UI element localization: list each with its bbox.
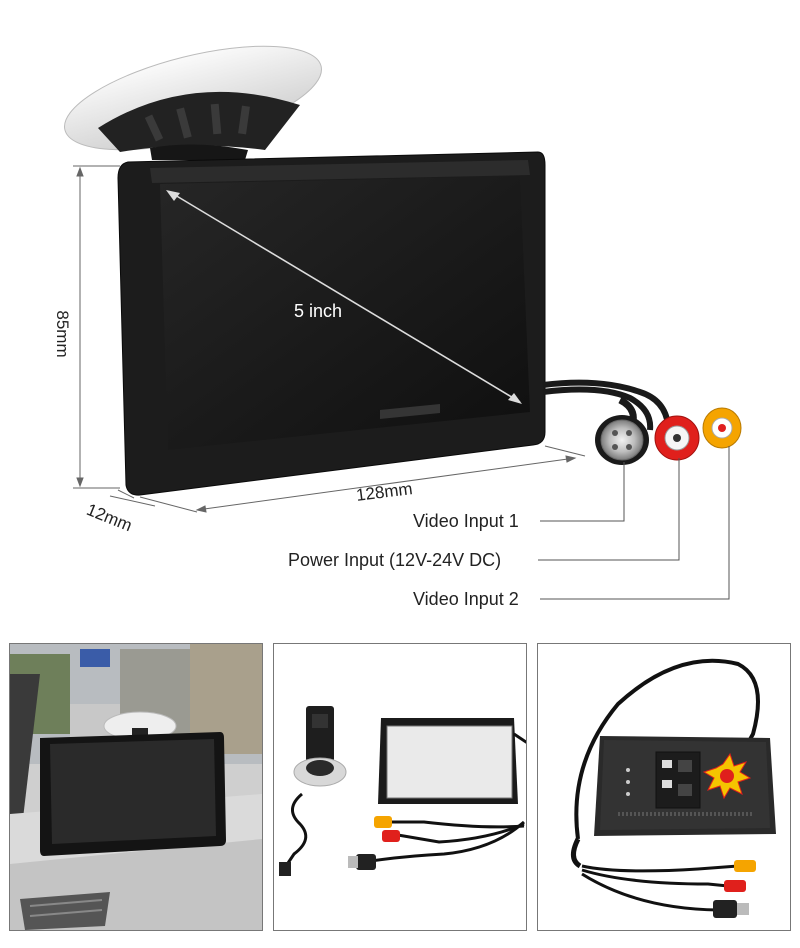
rear-view-with-cable-photo bbox=[537, 643, 791, 931]
package-contents-photo bbox=[273, 643, 527, 931]
power-plug bbox=[654, 415, 700, 461]
monitor-body bbox=[117, 151, 546, 496]
connector-leader-lines bbox=[538, 446, 730, 600]
depth-dimension-line bbox=[109, 489, 156, 507]
video-input-1-plug bbox=[595, 415, 649, 465]
diagonal-label: 5 inch bbox=[294, 301, 343, 321]
height-label: 85mm bbox=[53, 310, 72, 358]
width-dimension-line bbox=[139, 445, 586, 513]
video-input-2-plug bbox=[702, 407, 742, 449]
suction-cup bbox=[64, 45, 322, 160]
video-input-1-label: Video Input 1 bbox=[413, 511, 519, 531]
height-dimension-line bbox=[73, 165, 120, 489]
product-diagram bbox=[64, 45, 742, 600]
power-input-label: Power Input (12V-24V DC) bbox=[288, 550, 502, 570]
diagonal-arrow bbox=[166, 190, 522, 404]
in-car-mounted-photo bbox=[9, 643, 263, 931]
video-input-2-label: Video Input 2 bbox=[413, 589, 519, 609]
